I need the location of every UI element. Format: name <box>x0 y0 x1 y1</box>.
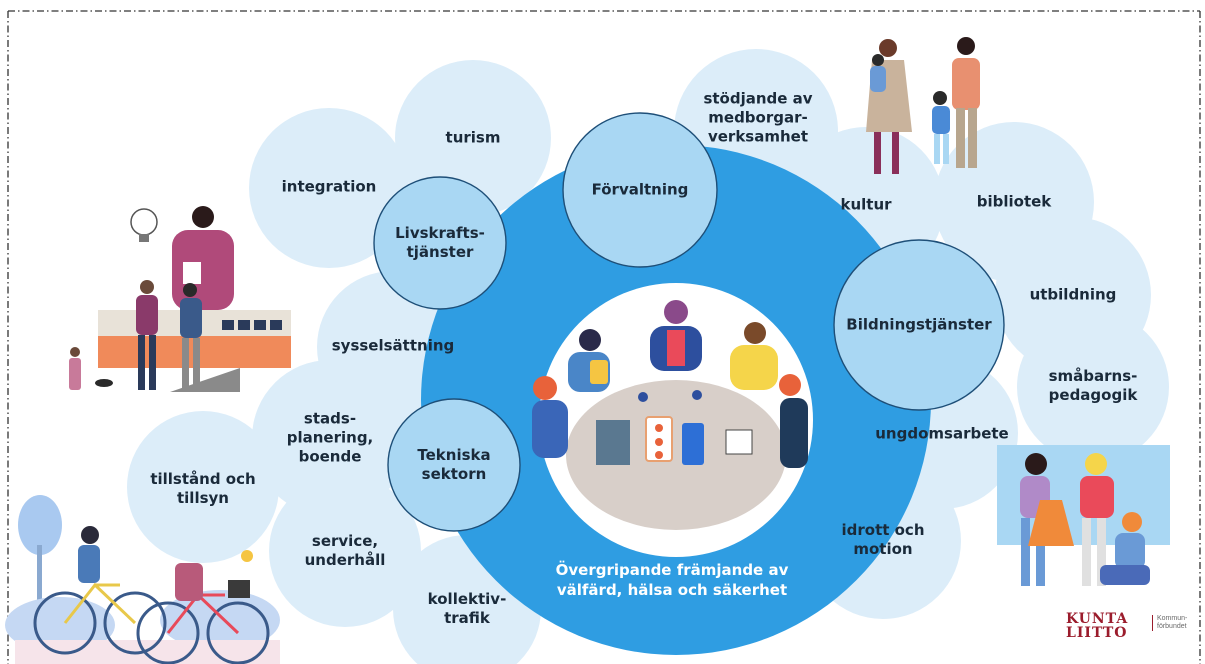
meeting-illustration <box>532 283 813 557</box>
service-bubbles <box>127 49 1169 664</box>
service-label-idrott: idrott och motion <box>841 521 925 558</box>
service-label-ungdomsarbete: ungdomsarbete <box>875 424 1009 443</box>
sector-label-livskraft: Livskrafts- tjänster <box>395 224 485 261</box>
service-label-integration: integration <box>281 177 377 196</box>
service-bubble-integration <box>249 108 409 268</box>
service-label-smabarns: småbarns- pedagogik <box>1048 367 1138 404</box>
sector-circle-bildning <box>833 239 1005 411</box>
kuntaliitto-logo: KUNTA LIITTO Kommun- förbundet <box>1066 611 1187 642</box>
service-label-kultur: kultur <box>840 195 892 214</box>
service-label-utbildning: utbildning <box>1029 285 1117 304</box>
logo-word-top: KUNTA <box>1066 611 1129 627</box>
service-label-stodjande: stödjande av medborgar- verksamhet <box>703 89 813 146</box>
sector-label-bildning: Bildningstjänster <box>846 315 992 334</box>
logo-word-bottom: LIITTO <box>1066 625 1128 641</box>
sector-bubbles <box>373 112 1005 532</box>
family-illustration <box>866 37 980 174</box>
sector-label-forvaltning: Förvaltning <box>591 180 689 199</box>
logo-subtitle: Kommun- förbundet <box>1152 615 1187 631</box>
service-label-turism: turism <box>445 128 501 147</box>
cyclists-illustration <box>5 495 280 664</box>
service-label-bibliotek: bibliotek <box>976 192 1052 211</box>
sector-circle-tekniska <box>387 398 521 532</box>
dashed-frame <box>7 10 1201 664</box>
sector-circle-livskraft <box>373 176 507 310</box>
building-illustration <box>69 206 291 392</box>
service-bubble-tillstand <box>127 411 279 563</box>
service-bubble-smabarns <box>1017 311 1169 463</box>
sector-label-tekniska: Tekniska sektorn <box>417 446 491 483</box>
service-bubble-service <box>269 475 421 627</box>
children-illustration <box>997 445 1170 586</box>
service-bubble-stadsplanering <box>252 360 408 516</box>
service-label-sysselsattning: sysselsättning <box>331 336 455 355</box>
service-label-service: service, underhåll <box>304 532 386 569</box>
service-label-tillstand: tillstånd och tillsyn <box>150 470 256 507</box>
service-label-kollektivtrafik: kollektiv- trafik <box>427 590 507 627</box>
center-label: Övergripande främjande av välfärd, hälsa… <box>555 561 789 599</box>
service-label-stadsplanering: stads- planering, boende <box>286 409 374 466</box>
sector-circle-forvaltning <box>562 112 718 268</box>
